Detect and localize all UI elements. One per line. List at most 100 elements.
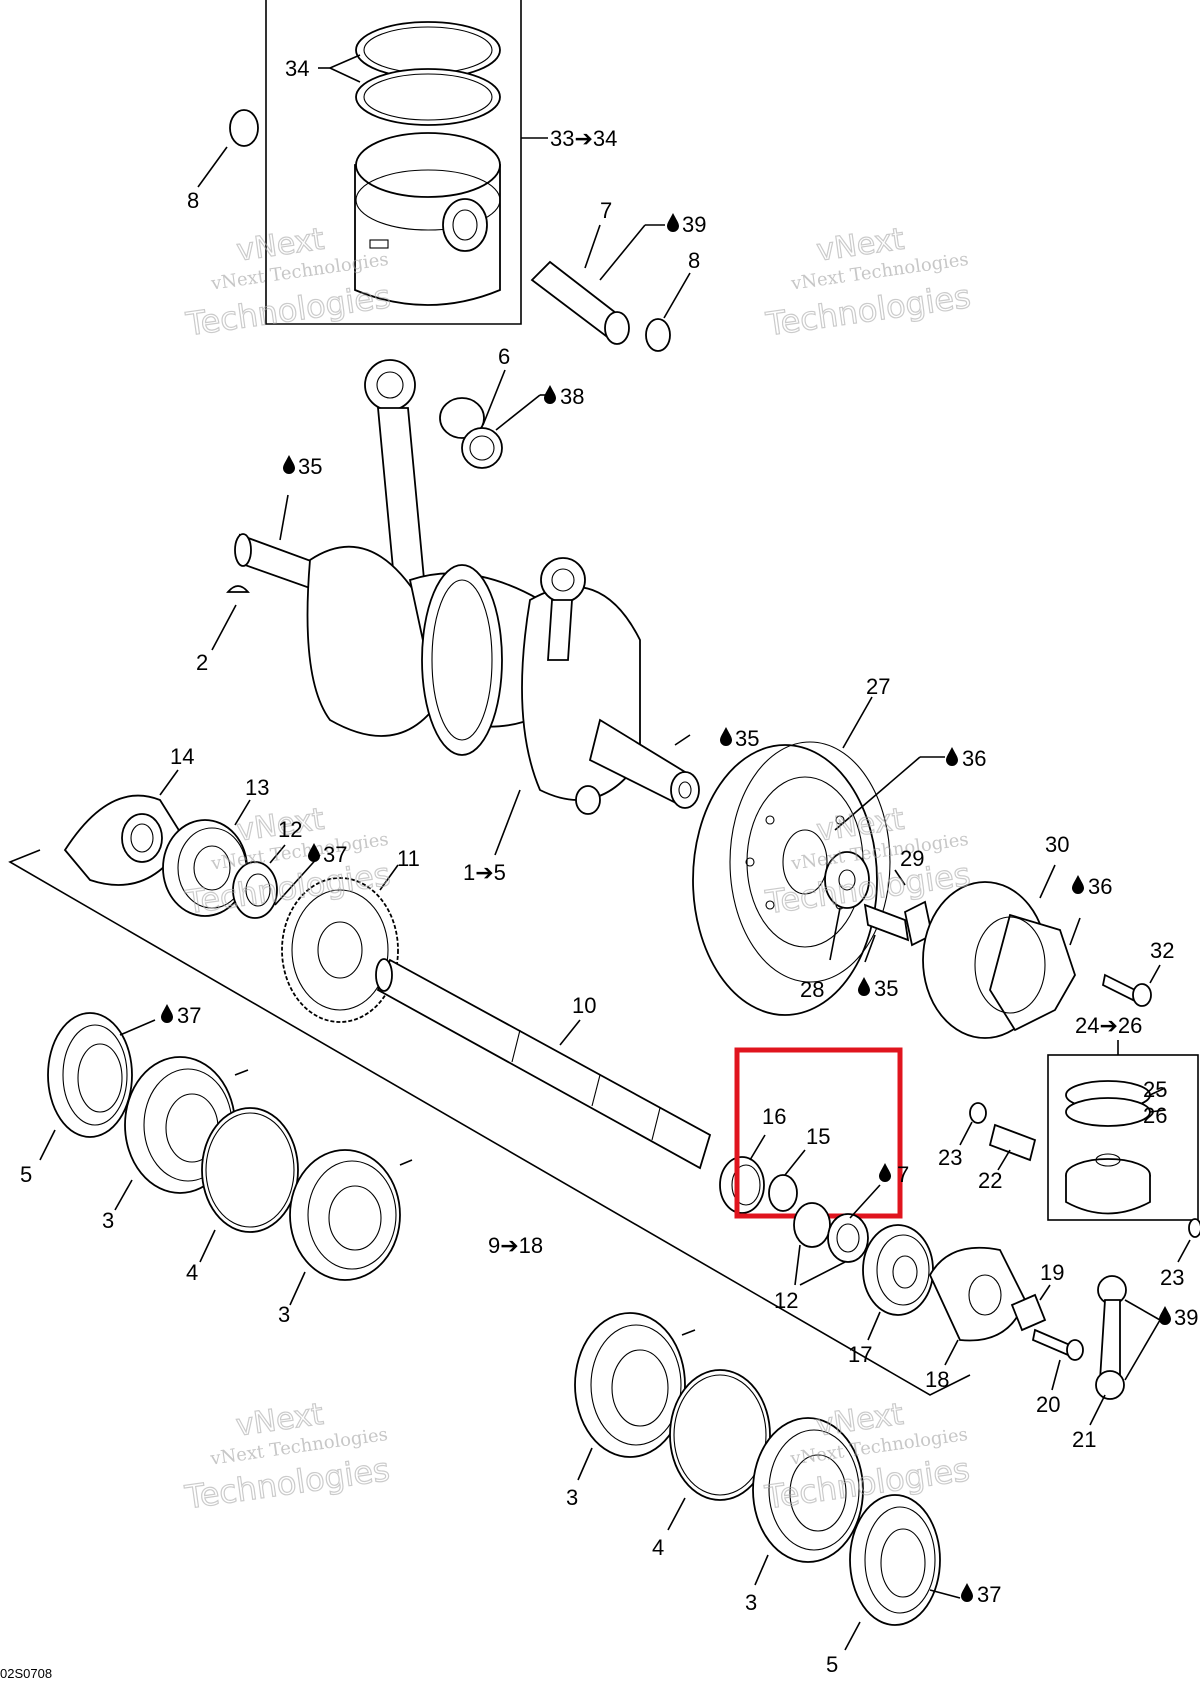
callout-39b: 39 xyxy=(1174,1305,1198,1330)
oil-seal-12 xyxy=(232,844,321,919)
spacer-12 xyxy=(793,1184,881,1286)
callout-29: 29 xyxy=(900,846,924,871)
oil-drop-icon xyxy=(1159,1306,1171,1325)
callout-36b: 36 xyxy=(1088,874,1112,899)
balancer-assembly-frame xyxy=(8,849,971,1396)
drawing-code: 02S0708 xyxy=(0,1666,53,1681)
callout-6: 6 xyxy=(498,344,510,369)
callout-15: 15 xyxy=(806,1124,830,1149)
oil-drop-icon xyxy=(544,385,556,404)
needle-bearing-16 xyxy=(719,1134,766,1214)
callout-13: 13 xyxy=(245,775,269,800)
roller-bearing-3d xyxy=(752,1417,864,1586)
oil-drop-icon xyxy=(161,1004,173,1023)
balancer-conrod xyxy=(1089,1275,1161,1426)
piston xyxy=(354,132,501,306)
wrist-pin xyxy=(530,224,665,345)
circlip-left xyxy=(197,109,259,188)
callout-35c: 35 xyxy=(874,976,898,1001)
snap-ring-4b xyxy=(667,1369,771,1531)
callout-3a: 3 xyxy=(102,1208,114,1233)
callout-37c: 37 xyxy=(977,1582,1001,1607)
snap-ring-4a xyxy=(199,1107,299,1263)
callout-10: 10 xyxy=(572,993,596,1018)
callout-1-5: 1➔5 xyxy=(463,860,506,885)
oil-drop-icon xyxy=(720,727,732,746)
callout-7: 7 xyxy=(600,198,612,223)
flywheel xyxy=(692,696,945,1016)
balancer-shaft xyxy=(375,958,712,1170)
callout-35b: 35 xyxy=(735,726,759,751)
callout-23a: 23 xyxy=(938,1145,962,1170)
oil-drop-icon xyxy=(283,455,295,474)
needle-bearing xyxy=(439,369,548,469)
callout-8b: 8 xyxy=(688,248,700,273)
callout-18: 18 xyxy=(925,1367,949,1392)
callout-19: 19 xyxy=(1040,1260,1064,1285)
oil-drop-icon xyxy=(1072,875,1084,894)
callout-36a: 36 xyxy=(962,746,986,771)
oil-drop-icon xyxy=(879,1163,891,1182)
callout-25: 25 xyxy=(1143,1077,1167,1102)
oil-drop-icon xyxy=(858,977,870,996)
crankshaft xyxy=(234,494,700,856)
callout-38: 38 xyxy=(560,384,584,409)
callout-14: 14 xyxy=(170,744,194,769)
callout-37a: 37 xyxy=(323,842,347,867)
roller-bearing-3c xyxy=(574,1312,696,1481)
counterweight-left xyxy=(63,769,187,886)
callout-28: 28 xyxy=(800,977,824,1002)
ball-bearing-13 xyxy=(162,799,251,917)
counterweight-right xyxy=(928,1246,1026,1366)
callout-12b: 12 xyxy=(774,1288,798,1313)
oil-drop-icon xyxy=(667,213,679,232)
wrist-pin-19 xyxy=(1010,1284,1051,1332)
callout-37b: 37 xyxy=(177,1003,201,1028)
nut-23 xyxy=(959,1102,987,1146)
callout-3d: 3 xyxy=(745,1590,757,1615)
callout-7b: 7 xyxy=(897,1162,909,1187)
ball-bearing-3b xyxy=(289,1149,413,1306)
callout-24-26: 24➔26 xyxy=(1075,1013,1142,1038)
callout-39a: 39 xyxy=(682,212,706,237)
callout-35a: 35 xyxy=(298,454,322,479)
oil-drop-icon xyxy=(961,1583,973,1602)
watermark-topright: vNext vNext Technologies Technologies xyxy=(762,221,973,344)
circlip-right xyxy=(645,272,691,352)
callout-4b: 4 xyxy=(652,1535,664,1560)
callout-33-34: 33➔34 xyxy=(550,126,617,151)
oil-seal-right xyxy=(844,1494,961,1651)
pin-22 xyxy=(988,1123,1037,1171)
watermark-bottomleft: vNext vNext Technologies Technologies xyxy=(181,1396,392,1517)
woodruff-key xyxy=(211,585,250,651)
piston-rings xyxy=(355,21,501,126)
callout-4a: 4 xyxy=(186,1260,198,1285)
callout-11: 11 xyxy=(397,846,420,871)
leader-lines xyxy=(318,54,361,83)
callout-21: 21 xyxy=(1072,1427,1096,1452)
callout-9-18: 9➔18 xyxy=(488,1233,543,1258)
ball-bearing-17 xyxy=(862,1224,934,1341)
oil-seal-left xyxy=(39,1012,156,1161)
drive-coupling xyxy=(922,864,1081,1039)
oil-drop-icon xyxy=(946,747,958,766)
thrust-washer-15 xyxy=(768,1149,806,1212)
balancer-piston-kit xyxy=(1047,1040,1199,1221)
callout-5a: 5 xyxy=(20,1162,32,1187)
callout-22: 22 xyxy=(978,1168,1002,1193)
callout-23b: 23 xyxy=(1160,1265,1184,1290)
callout-labels: 34 33➔34 8 7 39 8 6 38 35 2 27 35 36 14 … xyxy=(20,56,1198,1677)
callout-8a: 8 xyxy=(187,188,199,213)
piston-group-frame xyxy=(265,0,548,325)
callout-3c: 3 xyxy=(566,1485,578,1510)
callout-12a: 12 xyxy=(278,817,302,842)
nut-23b xyxy=(1177,1218,1200,1263)
callout-30: 30 xyxy=(1045,832,1069,857)
screw-20 xyxy=(1031,1328,1084,1391)
socket-screw xyxy=(1101,964,1161,1007)
flywheel-bolt xyxy=(863,869,934,963)
callout-17: 17 xyxy=(848,1342,872,1367)
callout-20: 20 xyxy=(1036,1392,1060,1417)
balancer-gear xyxy=(281,864,399,1023)
